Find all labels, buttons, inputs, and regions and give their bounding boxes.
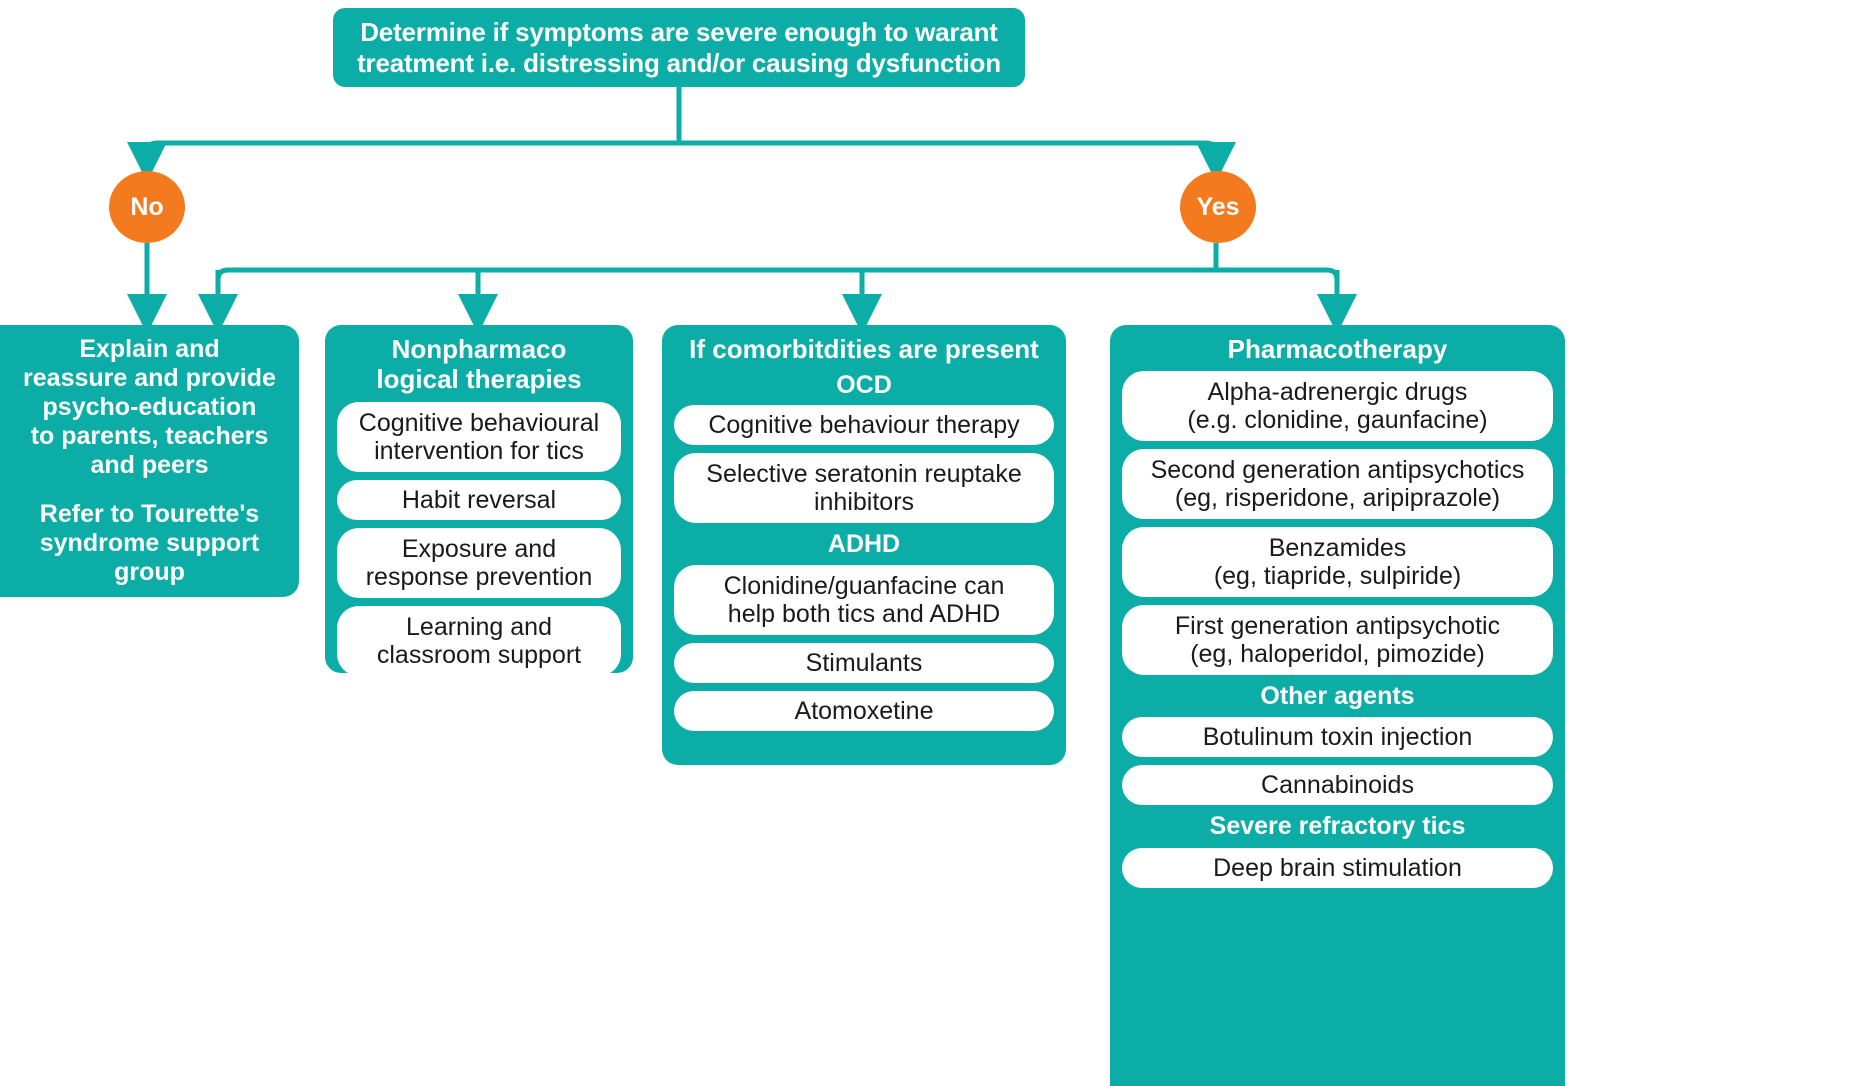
panel-pharmacotherapy: Pharmacotherapy Alpha-adrenergic drugs (…	[1110, 325, 1565, 1086]
decision-node-no: No	[109, 171, 185, 243]
pharm-item-1: Second generation antipsychotics (eg, ri…	[1122, 448, 1553, 519]
panel-nonpharmacological-therapies: Nonpharmaco logical therapies Cognitive …	[325, 325, 633, 677]
explain-b2-l2: syndrome support	[39, 529, 260, 557]
comorb-heading-text: If comorbitdities are present	[689, 334, 1039, 364]
comorb-ocd-item-0: Cognitive behaviour therapy	[674, 405, 1054, 446]
pharm-other-item-1-l1: Cannabinoids	[1261, 771, 1414, 800]
pharm-other-agents-label: Other agents	[1260, 681, 1415, 710]
pharm-item-2-l2: (eg, tiapride, sulpiride)	[1213, 561, 1462, 590]
nonpharm-item-0-l2: intervention for tics	[374, 437, 584, 466]
pharm-other-item-0: Botulinum toxin injection	[1122, 717, 1553, 758]
pharm-severe-item-0: Deep brain stimulation	[1122, 847, 1553, 888]
nonpharm-item-0-l1: Cognitive behavioural	[358, 409, 600, 438]
comorb-adhd-item-1-l1: Stimulants	[805, 648, 923, 677]
pharm-item-3-l2: (eg, haloperidol, pimozide)	[1190, 639, 1485, 668]
comorb-adhd-item-0-l2: help both tics and ADHD	[727, 599, 1001, 628]
explain-b2-l1: Refer to Tourette's	[39, 500, 260, 528]
pharm-item-0: Alpha-adrenergic drugs (e.g. clonidine, …	[1122, 370, 1553, 441]
explain-b1-l4: to parents, teachers	[30, 422, 269, 450]
nonpharm-heading-l2: logical therapies	[376, 363, 582, 394]
pharm-item-3: First generation antipsychotic (eg, halo…	[1122, 604, 1553, 675]
decision-no-label: No	[130, 192, 164, 221]
pharm-other-item-0-l1: Botulinum toxin injection	[1202, 723, 1473, 752]
nonpharm-item-2-l1: Exposure and	[401, 535, 557, 564]
nonpharm-item-1-l1: Habit reversal	[401, 486, 557, 515]
nonpharm-item-3: Learning and classroom support	[337, 606, 621, 677]
comorb-group-label-ocd: OCD	[674, 370, 1054, 400]
explain-b1-l3: psycho-education	[42, 393, 257, 421]
comorb-group-label-adhd: ADHD	[674, 530, 1054, 559]
root-title-line2: treatment i.e. distressing and/or causin…	[357, 47, 1001, 78]
nonpharm-item-2: Exposure and response prevention	[337, 528, 621, 599]
comorb-adhd-item-2: Atomoxetine	[674, 690, 1054, 731]
explain-b1-l1: Explain and	[79, 335, 220, 363]
comorb-ocd-item-1-l2: inhibitors	[813, 488, 915, 517]
nonpharm-item-3-l1: Learning and	[406, 613, 552, 642]
comorb-adhd-item-0-l1: Clonidine/guanfacine can	[723, 571, 1005, 600]
comorb-ocd-item-1-l1: Selective seratonin reuptake	[706, 460, 1022, 489]
comorb-adhd-item-0: Clonidine/guanfacine can help both tics …	[674, 564, 1054, 635]
pharm-item-2: Benzamides (eg, tiapride, sulpiride)	[1122, 526, 1553, 597]
root-title: Determine if symptoms are severe enough …	[357, 17, 1001, 78]
comorb-heading: If comorbitdities are present	[674, 334, 1054, 365]
nonpharm-item-1: Habit reversal	[337, 480, 621, 521]
pharm-heading: Pharmacotherapy	[1122, 334, 1553, 365]
pharm-subheading-other-agents: Other agents	[1122, 681, 1553, 711]
comorb-ocd-item-0-l1: Cognitive behaviour therapy	[708, 411, 1020, 440]
pharm-other-item-1: Cannabinoids	[1122, 765, 1553, 806]
comorb-ocd-label-text: OCD	[836, 370, 892, 399]
comorb-adhd-label-text: ADHD	[827, 530, 901, 559]
decision-yes-label: Yes	[1196, 192, 1240, 221]
nonpharm-item-3-l2: classroom support	[376, 641, 582, 670]
pharm-severe-label: Severe refractory tics	[1209, 812, 1466, 841]
pharm-item-2-l1: Benzamides	[1268, 533, 1407, 562]
decision-node-yes: Yes	[1180, 171, 1256, 243]
pharm-subheading-severe-refractory: Severe refractory tics	[1122, 812, 1553, 841]
panel-comorbidities: If comorbitdities are present OCD Cognit…	[662, 325, 1066, 765]
nonpharm-heading-l1: Nonpharmaco	[391, 334, 567, 364]
panel-explain-reassure: Explain and reassure and provide psycho-…	[0, 325, 299, 597]
root-decision-box: Determine if symptoms are severe enough …	[333, 8, 1025, 87]
comorb-adhd-item-1: Stimulants	[674, 642, 1054, 683]
nonpharm-heading: Nonpharmaco logical therapies	[337, 334, 621, 394]
explain-b1-l2: reassure and provide	[23, 364, 276, 392]
pharm-item-3-l1: First generation antipsychotic	[1174, 611, 1501, 640]
comorb-adhd-item-2-l1: Atomoxetine	[794, 696, 934, 725]
explain-block-1: Explain and reassure and provide psycho-…	[23, 335, 276, 480]
comorb-ocd-item-1: Selective seratonin reuptake inhibitors	[674, 453, 1054, 524]
explain-b2-l3: group	[114, 558, 185, 586]
explain-b1-l5: and peers	[90, 451, 209, 479]
pharm-severe-item-0-l1: Deep brain stimulation	[1213, 853, 1462, 882]
pharm-item-0-l2: (e.g. clonidine, gaunfacine)	[1187, 405, 1488, 434]
nonpharm-item-0: Cognitive behavioural intervention for t…	[337, 402, 621, 473]
pharm-item-0-l1: Alpha-adrenergic drugs	[1207, 377, 1468, 406]
pharm-item-1-l1: Second generation antipsychotics	[1150, 455, 1525, 484]
nonpharm-item-2-l2: response prevention	[365, 563, 593, 592]
root-title-line1: Determine if symptoms are severe enough …	[360, 16, 998, 47]
pharm-item-1-l2: (eg, risperidone, aripiprazole)	[1174, 483, 1501, 512]
pharm-heading-text: Pharmacotherapy	[1227, 334, 1448, 364]
explain-block-2: Refer to Tourette's syndrome support gro…	[40, 500, 259, 587]
